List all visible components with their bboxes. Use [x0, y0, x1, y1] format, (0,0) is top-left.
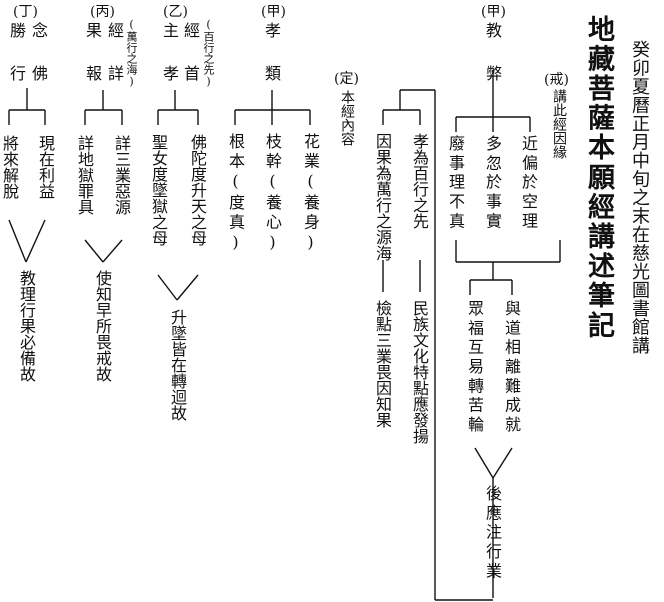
- bing-result: 使知早所畏戒故: [93, 270, 112, 382]
- yi-name-2b: 孝: [160, 65, 179, 83]
- ding-name-1a: 念: [29, 22, 48, 40]
- yi-name-2a: 主: [160, 22, 179, 40]
- jia-top-name-a: 教: [483, 22, 502, 40]
- jia-top-label: (甲): [481, 4, 506, 20]
- jie-item-1: 近偏於空理: [519, 135, 538, 232]
- yi-name-1b: 首: [181, 65, 200, 83]
- yi-label: (乙): [163, 4, 188, 20]
- yi-note: (百行之先): [202, 18, 215, 88]
- jia-top-name-b: 弊: [483, 65, 502, 83]
- ding-name-1b: 佛: [29, 65, 48, 83]
- jie-merge-1: 與道相離難成就: [502, 300, 521, 436]
- bing-label: (丙): [90, 4, 115, 20]
- ding-main-heading: 本經內容: [339, 90, 355, 146]
- yi-result: 升墜皆在轉迴故: [168, 309, 187, 421]
- jie-item-2: 多忽於事實: [483, 135, 502, 232]
- yi-item-2: 聖女度墜獄之母: [149, 134, 168, 246]
- ding-main-label: (定): [334, 71, 359, 87]
- jie-merge-2: 眾福互易轉苦輪: [465, 300, 484, 436]
- ding-name-2a: 勝: [7, 22, 26, 40]
- bing-name-2a: 果: [83, 22, 102, 40]
- jie-label: (戒): [544, 72, 569, 88]
- yi-item-1: 佛陀度升天之母: [188, 134, 207, 246]
- yi-name-1a: 經: [181, 22, 200, 40]
- bing-item-1: 詳三業惡源: [112, 135, 131, 215]
- jia2-label: (甲): [261, 4, 286, 20]
- jia2-name-a: 孝: [262, 22, 281, 40]
- jia-top-item-1: 孝為百行之先: [410, 133, 429, 229]
- jia-top-item-2: 因果為萬行之源海: [373, 133, 392, 261]
- document-title: 地藏菩薩本願經講述筆記: [583, 15, 614, 341]
- bing-item-2: 詳地獄罪具: [75, 135, 94, 215]
- bing-name-1b: 詳: [105, 65, 124, 83]
- ding-label: (丁): [13, 4, 38, 20]
- jie-item-3: 廢事理不真: [446, 135, 465, 232]
- lecture-date-line: 癸卯夏曆正月中旬之末在慈光圖書館講: [629, 40, 650, 355]
- ding-name-2b: 行: [7, 65, 26, 83]
- jia2-item-1: 花業(養身): [301, 133, 320, 255]
- jia2-item-2: 枝幹(養心): [263, 133, 282, 255]
- jia-top-note-1: 民族文化特點應發揚: [410, 300, 429, 444]
- jia2-item-3: 根本(度真): [226, 133, 245, 255]
- jie-result: 後應注行業: [483, 485, 502, 582]
- bing-name-2b: 報: [83, 65, 102, 83]
- jie-heading: 講此經因緣: [551, 89, 567, 159]
- ding-result: 教理行果必備故: [17, 270, 36, 382]
- ding-item-2: 將來解脫: [0, 135, 19, 199]
- bing-note: (萬行之海): [125, 18, 138, 88]
- ding-item-1: 現在利益: [36, 135, 55, 199]
- bing-name-1a: 經: [105, 22, 124, 40]
- jia-top-note-2: 檢點三業畏因知果: [373, 300, 392, 428]
- jia2-name-b: 類: [262, 65, 281, 83]
